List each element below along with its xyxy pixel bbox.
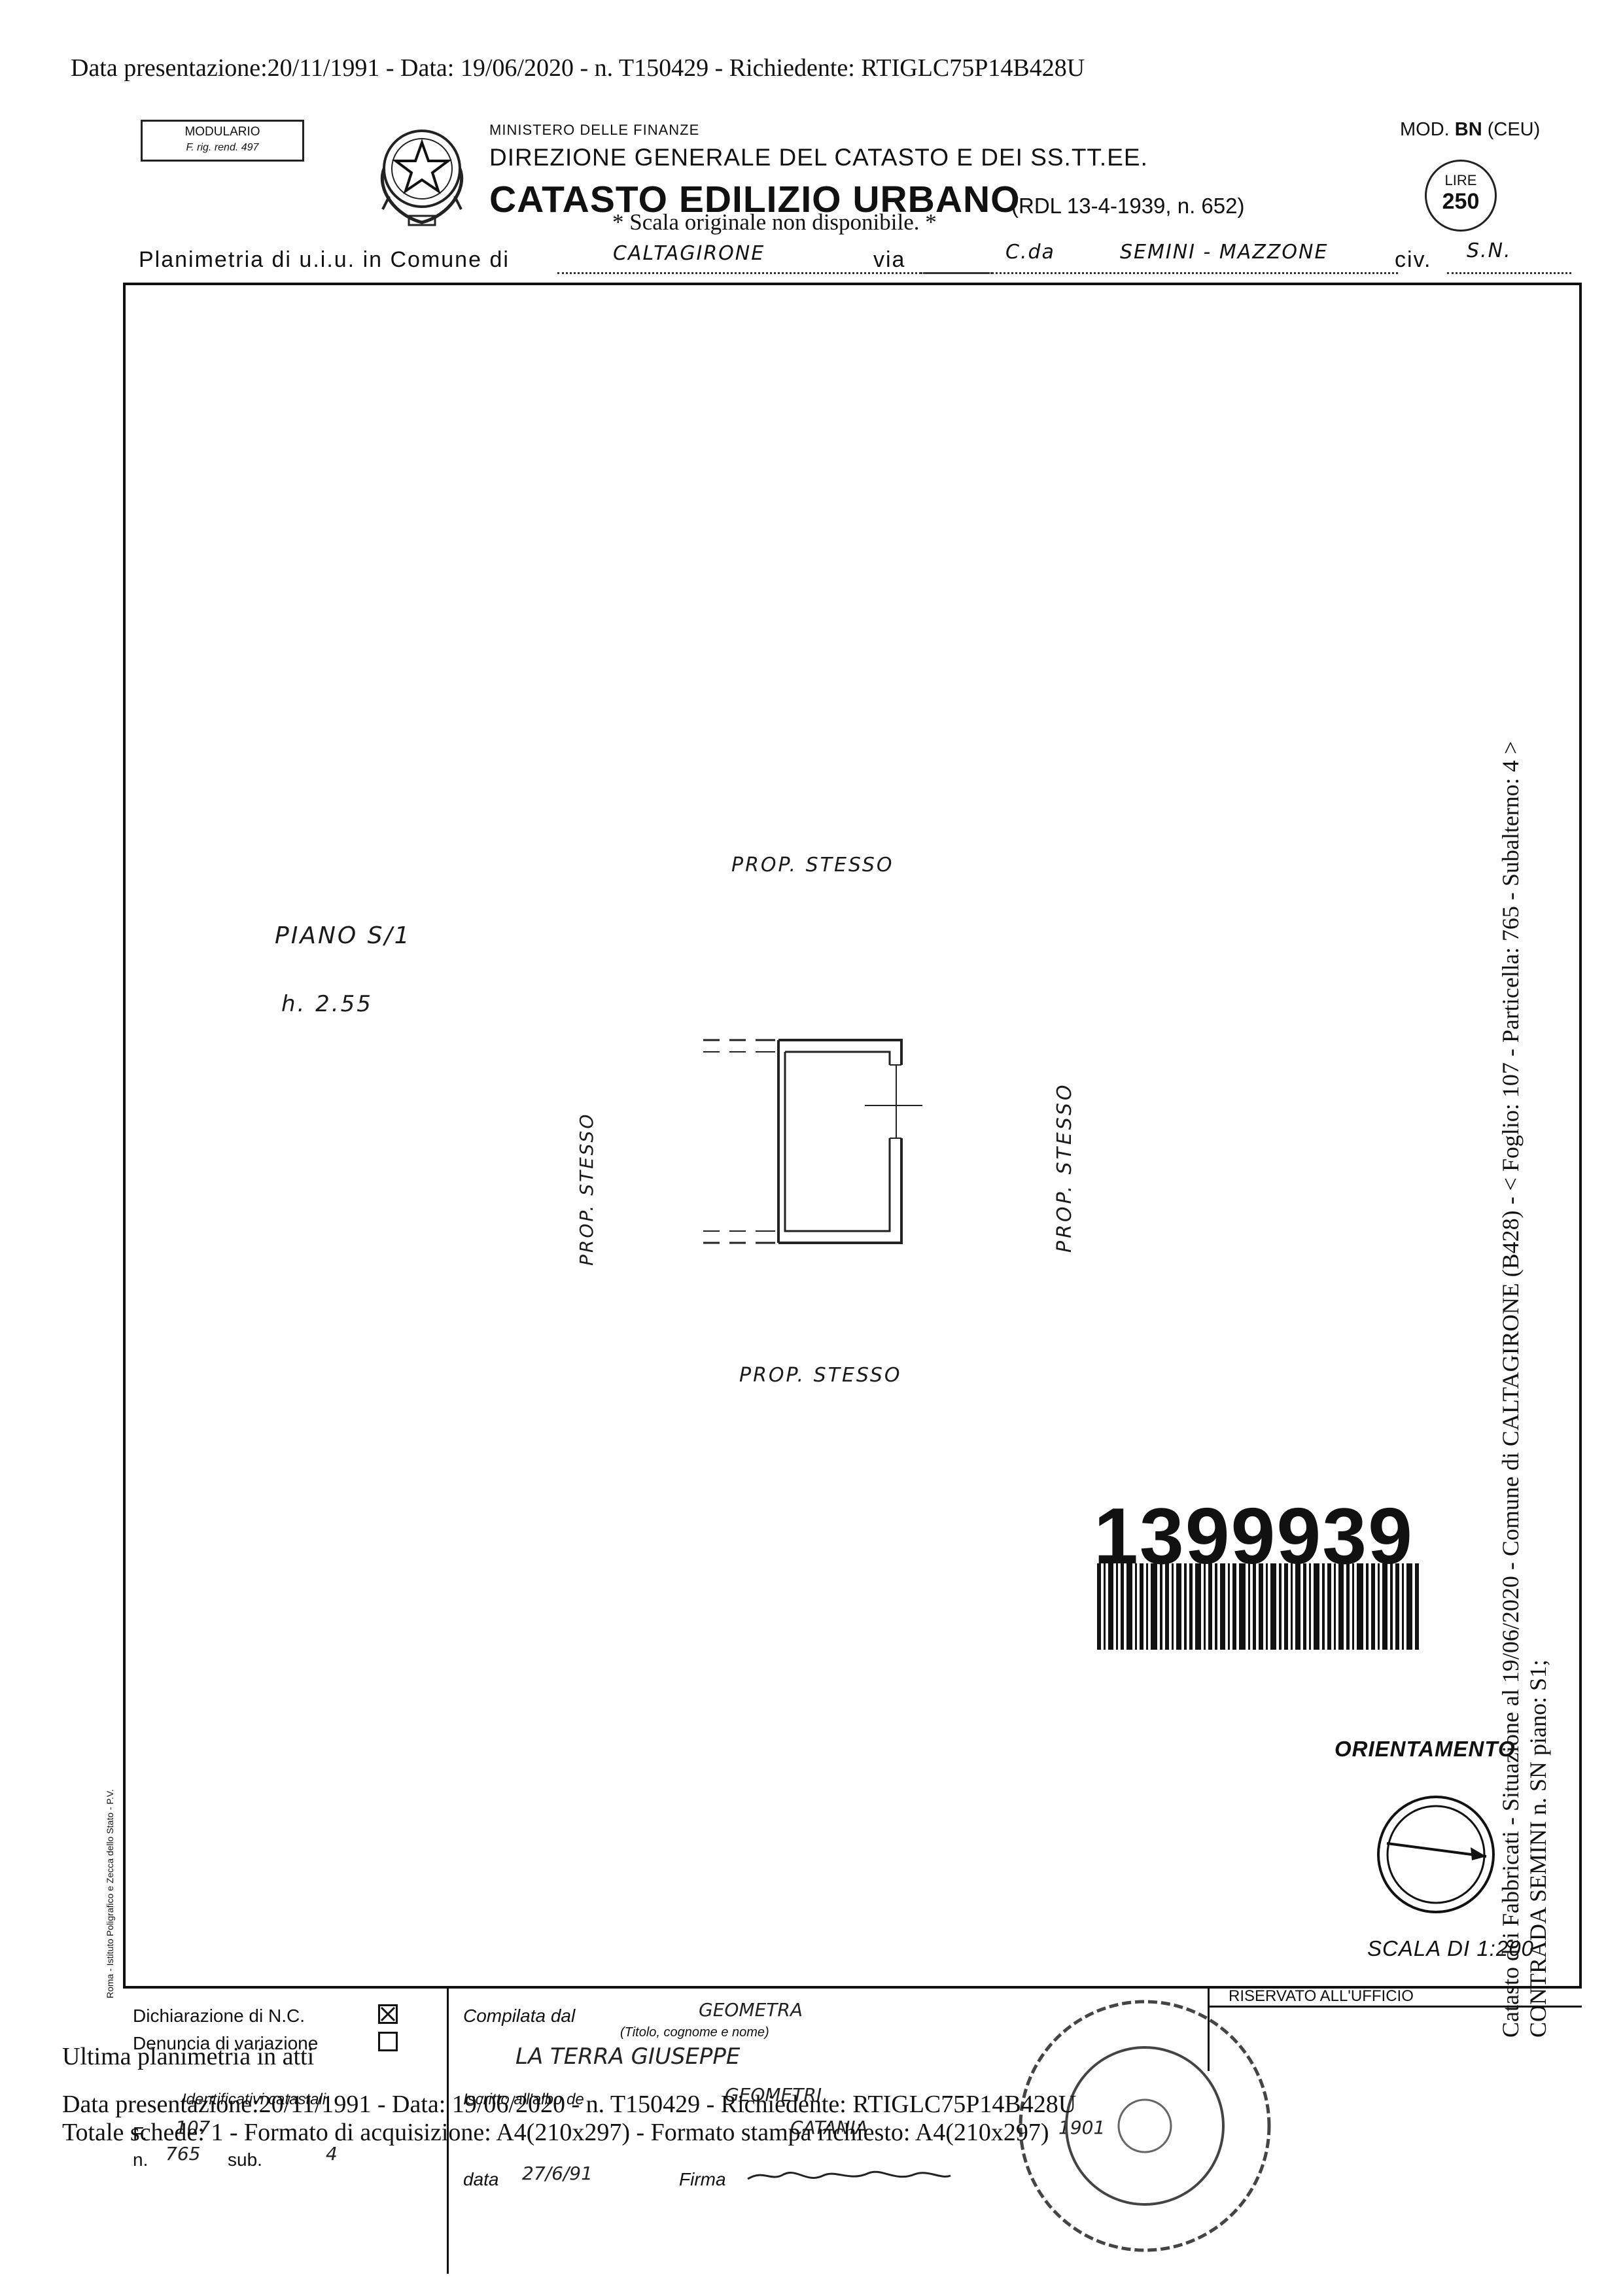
- denuncia-checkbox[interactable]: [378, 2032, 398, 2051]
- data-label: data: [463, 2169, 499, 2189]
- modulario-box: MODULARIO F. rig. rend. 497: [141, 120, 304, 162]
- n-label: n.: [133, 2149, 148, 2170]
- data-value: 27/6/91: [522, 2163, 593, 2184]
- ultima-planimetria: Ultima planimetria in atti: [62, 2043, 315, 2070]
- ministry-label: MINISTERO DELLE FINANZE: [489, 122, 700, 138]
- mod-code: MOD. BN (CEU): [1400, 119, 1540, 141]
- lire-stamp: LIRE 250: [1425, 160, 1497, 232]
- f-label: F.: [133, 2123, 147, 2144]
- orientamento-label: ORIENTAMENTO: [1335, 1737, 1516, 1761]
- side-text-line1: Catasto dei Fabbricati - Situazione al 1…: [1497, 740, 1524, 2038]
- modulario-title: MODULARIO: [184, 125, 260, 139]
- civ-value: S.N.: [1467, 239, 1512, 262]
- bottom-table: Dichiarazione di N.C. Denuncia di variaz…: [123, 1986, 1582, 2274]
- dichiarazione-label: Dichiarazione di N.C.: [133, 2006, 305, 2026]
- planimetria-line: Planimetria di u.i.u. in Comune di CALTA…: [139, 239, 1571, 277]
- circular-seal-icon: [1019, 2000, 1271, 2252]
- overlay-data-line: Data presentazione:20/11/1991 - Data: 19…: [62, 2091, 1077, 2118]
- barcode-icon: [1097, 1563, 1419, 1650]
- prop-right-label: PROP. STESSO: [1053, 1082, 1076, 1253]
- via-abbr: C.da: [1005, 241, 1055, 264]
- via-dotted-line: [920, 272, 1398, 274]
- catasto-title: CATASTO EDILIZIO URBANO: [489, 179, 1021, 220]
- n-value: 765: [166, 2143, 201, 2165]
- sub-label: sub.: [228, 2149, 262, 2170]
- iscritto-label: Iscritto all'albo de: [463, 2091, 584, 2108]
- modulario-code: F. rig. rend. 497: [186, 142, 259, 153]
- compilata-label: Compilata dal: [463, 2006, 576, 2026]
- prop-left-label: PROP. STESSO: [576, 1112, 597, 1266]
- plan-frame: [123, 283, 1582, 1989]
- f-value: 107: [175, 2117, 211, 2138]
- height-label: h. 2.55: [281, 991, 373, 1017]
- identificativi-label: Identificativi catastali: [182, 2091, 326, 2108]
- firma-label: Firma: [679, 2169, 726, 2189]
- top-stamp-line: Data presentazione:20/11/1991 - Data: 19…: [71, 54, 1085, 82]
- denuncia-label: Denuncia di variazione: [133, 2033, 319, 2053]
- mod-bold: BN: [1454, 119, 1482, 140]
- comune-value: CALTAGIRONE: [613, 242, 765, 265]
- checkmark-x-icon: [380, 2006, 396, 2022]
- side-text-line2: CONTRADA SEMINI n. SN piano: S1;: [1525, 1659, 1551, 2038]
- compass-icon: [1377, 1796, 1495, 1913]
- lire-value: 250: [1442, 189, 1480, 214]
- rdl-reference: (RDL 13-4-1939, n. 652): [1011, 194, 1245, 218]
- civ-dotted-line: [1447, 272, 1571, 274]
- riservato-label: RISERVATO ALL'UFFICIO: [1229, 1987, 1414, 2005]
- scala-label: SCALA DI 1:200: [1367, 1936, 1534, 1960]
- republic-emblem-icon: [380, 130, 464, 226]
- catasto-side-text: Catasto dei Fabbricati - Situazione al 1…: [1497, 337, 1552, 2038]
- mod-suffix: (CEU): [1487, 119, 1541, 140]
- signature-icon: [747, 2170, 951, 2180]
- sub-value: 4: [326, 2143, 338, 2165]
- divider-1: [447, 1986, 449, 2274]
- compilata-value: GEOMETRA: [699, 1999, 803, 2021]
- dichiarazione-checkbox[interactable]: [378, 2004, 398, 2024]
- mod-prefix: MOD.: [1400, 119, 1450, 140]
- scala-note: * Scala originale non disponibile. *: [612, 209, 937, 235]
- divider-2: [1208, 1986, 1210, 2071]
- printer-credit: Roma - Istituto Poligrafico e Zecca dell…: [105, 1789, 115, 1998]
- via-label: via: [873, 247, 906, 272]
- prop-bottom-label: PROP. STESSO: [739, 1364, 902, 1387]
- civ-label: civ.: [1395, 247, 1432, 272]
- divider-riservato: [1208, 2006, 1582, 2008]
- comune-dotted-line: [557, 272, 992, 274]
- totale-schede: Totale schede: 1 - Formato di acquisizio…: [62, 2119, 1049, 2146]
- albo-value: GEOMETRI: [725, 2084, 822, 2106]
- floor-plan-drawing: [703, 1039, 922, 1244]
- prop-top-label: PROP. STESSO: [731, 854, 894, 877]
- direzione-label: DIREZIONE GENERALE DEL CATASTO E DEI SS.…: [489, 144, 1148, 171]
- lire-label: LIRE: [1444, 172, 1477, 188]
- albo-city: CATANIA: [790, 2117, 868, 2138]
- planimetria-prefix: Planimetria di u.i.u. in Comune di: [139, 247, 510, 272]
- via-value: SEMINI - MAZZONE: [1120, 241, 1329, 264]
- name-value: LA TERRA GIUSEPPE: [515, 2044, 741, 2070]
- piano-label: PIANO S/1: [275, 922, 411, 949]
- titolo-note: (Titolo, cognome e nome): [620, 2025, 769, 2040]
